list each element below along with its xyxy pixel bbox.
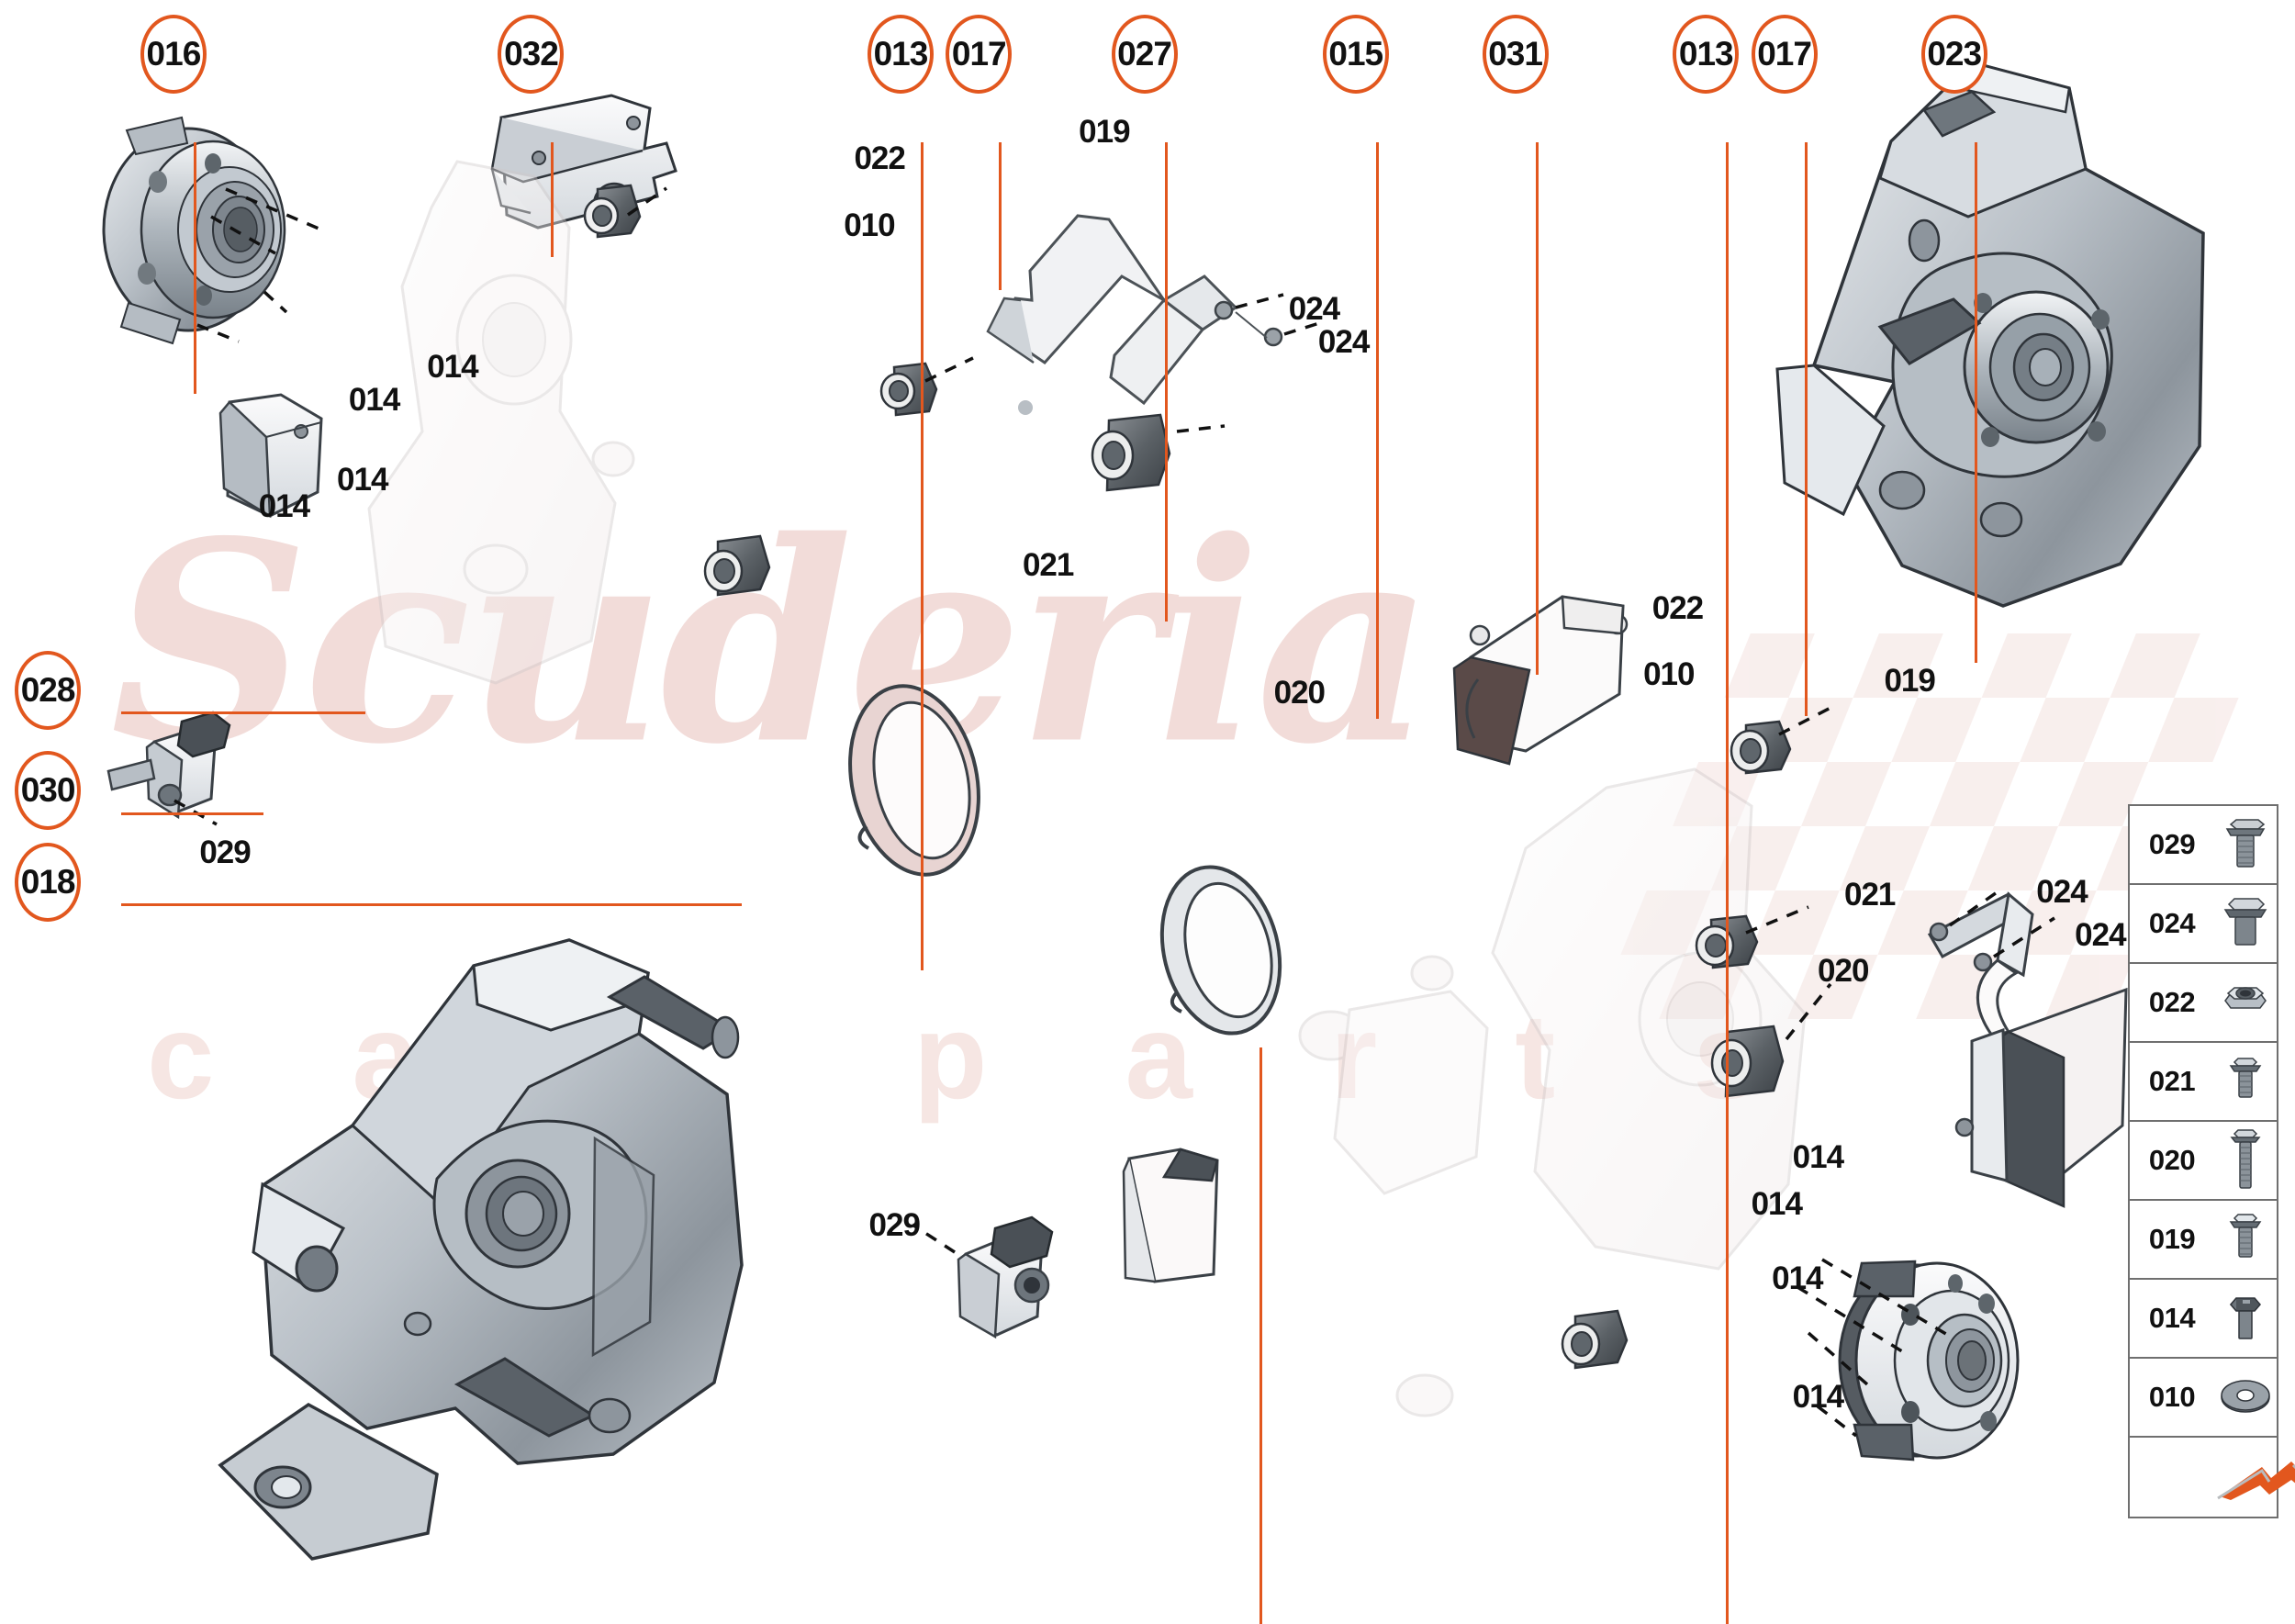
part-label-010: 010 bbox=[844, 207, 895, 243]
flange-bolt-large-icon bbox=[2214, 806, 2277, 883]
part-label-020: 020 bbox=[1273, 674, 1326, 711]
part-label-014: 014 bbox=[1772, 1260, 1823, 1296]
part-021-bushing-left bbox=[879, 356, 974, 417]
flange-nut-icon bbox=[2214, 964, 2277, 1041]
part-label-019: 019 bbox=[1884, 662, 1935, 699]
flange-bolt-medium-icon bbox=[2214, 1201, 2277, 1278]
callout-032[interactable]: 032 bbox=[498, 15, 565, 95]
legend-number: 022 bbox=[2148, 986, 2196, 1018]
part-017-bushing-top bbox=[583, 182, 667, 239]
legend-row-021: 021 bbox=[2130, 1043, 2277, 1122]
part-label-021: 021 bbox=[1844, 877, 1896, 913]
part-016-wheel-hub-bearing-left bbox=[102, 116, 324, 345]
callout-015[interactable]: 015 bbox=[1322, 15, 1389, 95]
callout-023[interactable]: 023 bbox=[1920, 15, 1987, 95]
part-016-wheel-hub-bearing-right bbox=[1797, 1258, 2020, 1462]
part-label-020: 020 bbox=[1818, 952, 1869, 989]
callout-leader-line bbox=[121, 711, 365, 714]
callout-030[interactable]: 030 bbox=[15, 751, 82, 831]
part-label-014: 014 bbox=[1792, 1138, 1844, 1175]
part-018-bushing-bottom bbox=[1561, 1309, 1629, 1370]
legend-number: 024 bbox=[2148, 907, 2196, 939]
legend-number: 029 bbox=[2148, 828, 2196, 860]
part-012-hub-carrier-left bbox=[218, 938, 744, 1561]
legend-row-010: 010 bbox=[2130, 1359, 2277, 1438]
part-030-sensor-bottom bbox=[912, 1215, 1054, 1339]
part-label-024: 024 bbox=[2036, 874, 2088, 911]
part-023-hub-carrier-right bbox=[1775, 61, 2205, 608]
hex-head-bolt-icon bbox=[2214, 1280, 2277, 1357]
part-label-014: 014 bbox=[1751, 1186, 1803, 1223]
legend-number: 021 bbox=[2148, 1065, 2196, 1097]
hardware-legend-table: 029 024 022 021 020 019 014 010 bbox=[2128, 804, 2295, 1518]
part-031-bracket bbox=[1452, 595, 1629, 766]
legend-number: 010 bbox=[2148, 1381, 2196, 1413]
part-017-bushing-right bbox=[1730, 705, 1833, 775]
callout-leader-line bbox=[999, 141, 1002, 290]
flange-bolt-long-icon bbox=[2214, 1122, 2277, 1199]
legend-row-brand bbox=[2130, 1438, 2295, 1517]
ghost-knuckle-left bbox=[367, 160, 635, 685]
part-label-029: 029 bbox=[199, 834, 251, 870]
callout-017[interactable]: 017 bbox=[946, 15, 1013, 95]
callout-leader-line bbox=[121, 903, 743, 907]
callout-013[interactable]: 013 bbox=[867, 15, 934, 95]
callout-leader-line bbox=[1726, 141, 1730, 1624]
part-label-024: 024 bbox=[2075, 916, 2126, 953]
legend-row-029: 029 bbox=[2130, 806, 2277, 885]
part-label-022: 022 bbox=[1651, 589, 1704, 626]
part-026-seal-ring bbox=[1159, 865, 1282, 1036]
callout-018[interactable]: 018 bbox=[15, 843, 82, 923]
part-label-014: 014 bbox=[348, 381, 400, 418]
callout-leader-line bbox=[1804, 141, 1808, 716]
part-label-022: 022 bbox=[854, 140, 905, 177]
callout-leader-line bbox=[920, 141, 924, 970]
part-027-bracket bbox=[986, 214, 1320, 415]
part-label-029: 029 bbox=[868, 1206, 921, 1243]
flange-bolt-short-icon bbox=[2214, 1043, 2277, 1120]
part-018-bushing-left bbox=[703, 534, 771, 597]
part-030-sensor-left bbox=[106, 711, 231, 826]
part-label-021: 021 bbox=[1022, 547, 1074, 584]
washer-icon bbox=[2214, 1359, 2277, 1436]
part-label-010: 010 bbox=[1643, 656, 1695, 693]
part-025-bracket-right bbox=[1927, 889, 2128, 1208]
legend-row-019: 019 bbox=[2130, 1201, 2277, 1280]
legend-number: 014 bbox=[2148, 1302, 2196, 1334]
callout-leader-line bbox=[551, 141, 554, 258]
part-026-shield-bottom bbox=[1122, 1148, 1219, 1283]
legend-number: 020 bbox=[2148, 1144, 2196, 1176]
callout-leader-line bbox=[1164, 141, 1168, 622]
part-label-024: 024 bbox=[1288, 291, 1340, 328]
callout-027[interactable]: 027 bbox=[1111, 15, 1178, 95]
part-028-bracket bbox=[218, 393, 323, 519]
callout-leader-line bbox=[1535, 141, 1539, 675]
part-label-024: 024 bbox=[1317, 323, 1370, 360]
callout-016[interactable]: 016 bbox=[140, 15, 207, 95]
callout-017[interactable]: 017 bbox=[1751, 15, 1818, 95]
callout-031[interactable]: 031 bbox=[1482, 15, 1549, 95]
legend-row-020: 020 bbox=[2130, 1122, 2277, 1201]
callout-leader-line bbox=[1259, 1047, 1262, 1624]
part-label-014: 014 bbox=[258, 487, 310, 524]
legend-row-014: 014 bbox=[2130, 1280, 2277, 1359]
part-020-bushing-left bbox=[1091, 413, 1226, 492]
part-label-014: 014 bbox=[427, 349, 478, 386]
callout-013[interactable]: 013 bbox=[1673, 15, 1740, 95]
brand-arrow-icon bbox=[2214, 1438, 2295, 1517]
part-label-014: 014 bbox=[337, 461, 388, 498]
callout-leader-line bbox=[1974, 141, 1977, 663]
legend-number: 019 bbox=[2148, 1223, 2196, 1255]
legend-row-024: 024 bbox=[2130, 885, 2277, 964]
flange-bolt-wide-icon bbox=[2214, 885, 2277, 962]
callout-leader-line bbox=[121, 812, 263, 815]
part-label-014: 014 bbox=[1792, 1378, 1844, 1415]
callout-leader-line bbox=[193, 141, 196, 394]
part-011-seal-ring-left bbox=[848, 684, 980, 877]
callout-leader-line bbox=[1375, 141, 1379, 719]
callout-028[interactable]: 028 bbox=[15, 650, 82, 730]
part-label-019: 019 bbox=[1079, 114, 1130, 151]
legend-row-022: 022 bbox=[2130, 964, 2277, 1043]
